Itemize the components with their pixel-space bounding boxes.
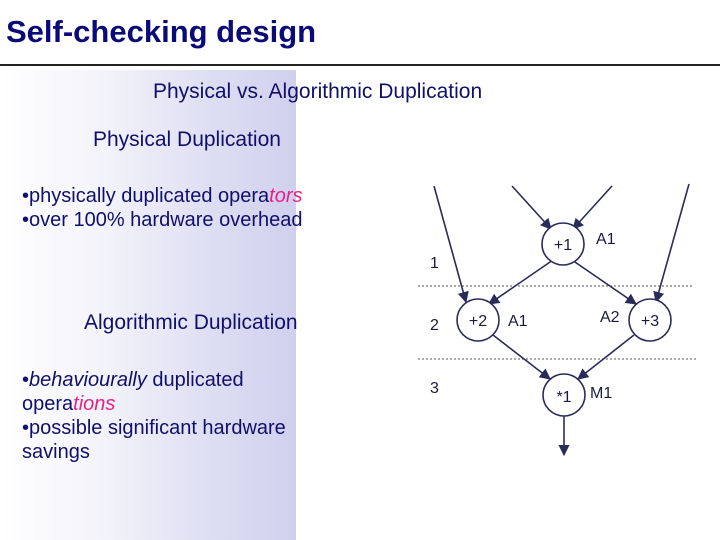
algorithmic-duplication-heading: Algorithmic Duplication [84, 311, 298, 334]
node-n1 [541, 222, 585, 266]
algorithmic-bullet-2-line-1: •possible significant hardware [22, 417, 286, 439]
resource-label-a1-top: A1 [596, 231, 616, 248]
edge-input-to-n1-right [572, 185, 613, 230]
node-n2-label: +2 [469, 313, 487, 330]
title-divider [0, 64, 720, 66]
step-number-2: 2 [430, 317, 439, 334]
edge-input-to-n1-left [511, 185, 552, 230]
slide-title: Self-checking design [6, 14, 317, 49]
physical-bullet-2: •over 100% hardware overhead [22, 209, 303, 231]
algorithmic-bullet-1-line-2: operations [22, 392, 402, 416]
node-n3-label: +3 [641, 313, 659, 330]
algorithmic-bullet-1-line-1: •behaviourally duplicated [22, 368, 402, 392]
physical-bullets: •physically duplicated operators •over 1… [22, 184, 303, 232]
resource-label-a2: A2 [600, 309, 620, 326]
node-n3 [628, 298, 672, 342]
physical-bullet-1: •physically duplicated operators [22, 184, 303, 208]
behaviourally-word: behaviourally [29, 369, 147, 391]
operations-prefix: opera [22, 393, 74, 415]
resource-label-m1: M1 [590, 385, 612, 402]
bullet-dot: • [22, 369, 30, 391]
edge-input-to-n3 [653, 183, 690, 304]
node-n4-label: *1 [556, 389, 571, 406]
edge-n3-to-n4 [577, 334, 635, 380]
physical-bullet-1-text: •physically duplicated opera [22, 185, 270, 207]
resource-label-a1-mid: A1 [508, 313, 528, 330]
physical-bullet-1-accent: tors [269, 185, 303, 207]
edge-n1-to-n3 [571, 259, 637, 305]
edge-input-to-n2 [433, 185, 469, 304]
step-number-1: 1 [430, 255, 439, 272]
step-number-3: 3 [430, 380, 439, 397]
node-n2 [456, 298, 500, 342]
duplicated-word: duplicated [146, 369, 244, 391]
edge-n2-to-n4 [492, 334, 551, 380]
node-n1-label: +1 [554, 237, 572, 254]
algorithmic-bullet-2-line-2: savings [22, 441, 90, 463]
node-n4 [542, 373, 586, 417]
edge-n1-to-n2 [488, 259, 554, 305]
slide-subtitle: Physical vs. Algorithmic Duplication [153, 80, 483, 103]
physical-duplication-heading: Physical Duplication [93, 128, 281, 151]
side-gradient-panel [0, 70, 296, 540]
operations-suffix: tions [73, 393, 116, 415]
algorithmic-bullets: •behaviourally duplicated operations •po… [22, 368, 402, 464]
